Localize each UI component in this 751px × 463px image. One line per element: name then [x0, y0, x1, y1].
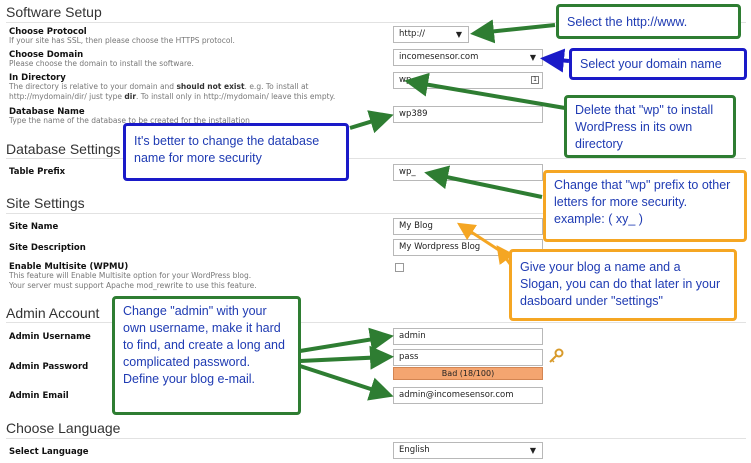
arrow-database [349, 110, 394, 134]
section-database-settings: Database Settings [6, 141, 121, 157]
admin-email-label: Admin Email [9, 391, 69, 401]
callout-domain: Select your domain name [569, 48, 747, 80]
arrow-email [299, 364, 394, 401]
chevron-down-icon: ▼ [529, 446, 536, 455]
key-icon[interactable] [548, 348, 564, 364]
section-software-setup: Software Setup [6, 4, 102, 20]
domain-select-value: incomesensor.com [399, 52, 479, 62]
multisite-checkbox[interactable] [395, 263, 404, 272]
section-choose-language: Choose Language [6, 420, 121, 436]
table-prefix-input[interactable]: wp_ [393, 164, 543, 181]
protocol-hint: If your site has SSL, then please choose… [9, 36, 235, 45]
language-select[interactable]: English ▼ [393, 442, 543, 459]
callout-admin: Change "admin" with your own username, m… [112, 296, 301, 415]
db-name-hint: Type the name of the database to be crea… [9, 116, 250, 125]
db-name-input[interactable]: wp389 [393, 106, 543, 123]
folder-icon[interactable]: 1 [531, 76, 539, 84]
table-prefix-label: Table Prefix [9, 167, 66, 177]
arrow-password [299, 345, 394, 370]
protocol-label: Choose Protocol [9, 27, 87, 37]
protocol-select-value: http:// [399, 29, 426, 39]
chevron-down-icon: ▼ [455, 30, 462, 39]
callout-blog: Give your blog a name and a Slogan, you … [509, 249, 737, 321]
domain-hint: Please choose the domain to install the … [9, 59, 194, 68]
directory-input[interactable]: wp 1 [393, 72, 543, 89]
admin-username-label: Admin Username [9, 332, 91, 342]
admin-email-input[interactable]: admin@incomesensor.com [393, 387, 543, 404]
language-select-value: English [399, 445, 430, 455]
site-name-label: Site Name [9, 222, 59, 232]
admin-password-input[interactable]: pass [393, 349, 543, 366]
site-name-input[interactable]: My Blog [393, 218, 543, 235]
arrow-domain [540, 48, 570, 73]
admin-password-label: Admin Password [9, 362, 89, 372]
multisite-label: Enable Multisite (WPMU) [9, 262, 129, 272]
directory-input-value: wp [399, 75, 412, 85]
directory-label: In Directory [9, 73, 66, 83]
section-site-settings: Site Settings [6, 195, 85, 211]
chevron-down-icon: ▼ [529, 53, 536, 62]
arrow-username [299, 327, 394, 353]
admin-username-input[interactable]: admin [393, 328, 543, 345]
multisite-hint: This feature will Enable Multisite optio… [9, 271, 257, 290]
language-label: Select Language [9, 447, 89, 457]
callout-protocol: Select the http://www. [556, 4, 741, 39]
callout-database: It's better to change the database name … [123, 123, 349, 181]
arrow-protocol [470, 19, 556, 44]
directory-hint: The directory is relative to your domain… [9, 82, 336, 101]
site-description-label: Site Description [9, 243, 86, 253]
db-name-label: Database Name [9, 107, 85, 117]
callout-prefix: Change that "wp" prefix to other letters… [543, 170, 747, 242]
section-admin-account: Admin Account [6, 305, 100, 321]
domain-label: Choose Domain [9, 50, 84, 60]
callout-directory: Delete that "wp" to install WordPress in… [564, 95, 736, 158]
password-strength-meter: Bad (18/100) [393, 367, 543, 380]
protocol-select[interactable]: http:// ▼ [393, 26, 469, 43]
domain-select[interactable]: incomesensor.com ▼ [393, 49, 543, 66]
